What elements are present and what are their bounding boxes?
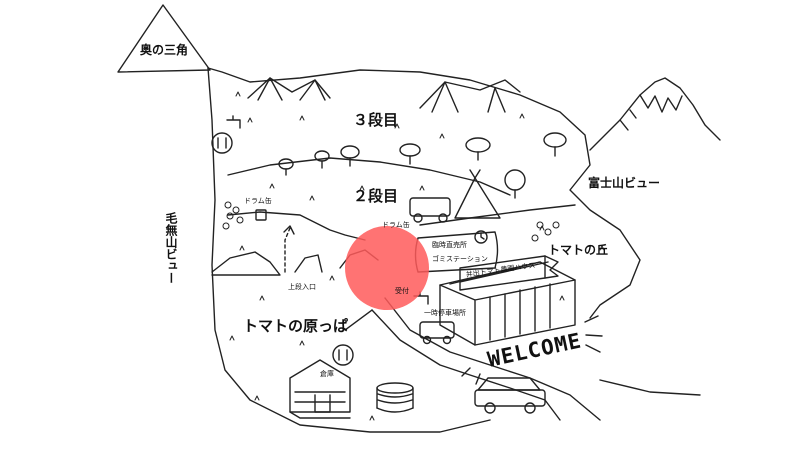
- highlight-marker[interactable]: [345, 226, 429, 310]
- restroom-icon: [211, 132, 233, 154]
- drum-can-icon: [255, 209, 267, 221]
- car-icon: [409, 197, 451, 223]
- greenhouse-banner: [459, 255, 559, 291]
- label-tomato-hill: トマトの丘: [548, 243, 609, 257]
- label-temp-parking: 一時停車場所: [424, 309, 466, 317]
- label-tier3: ３段目: [353, 111, 399, 129]
- restroom-icon: [332, 344, 354, 366]
- tent-icon: [454, 169, 501, 219]
- tent-icon: [247, 77, 331, 101]
- site-boundary: [207, 67, 641, 433]
- label-tier2: ２段目: [353, 187, 399, 205]
- car-icon: [419, 321, 455, 345]
- label-drum-can: ドラム缶: [382, 221, 410, 229]
- label-direct-sale: 臨時直売所: [432, 241, 467, 249]
- peak-triangle: [117, 4, 211, 73]
- label-drum-can-upper: ドラム缶: [244, 197, 272, 205]
- label-reception: 受付: [395, 287, 409, 295]
- label-upper-entrance: 上段入口: [288, 283, 316, 291]
- label-tomato-field: トマトの原っぱ: [243, 317, 349, 335]
- label-storage: 倉庫: [320, 370, 334, 378]
- clock-icon: [474, 230, 488, 244]
- entrance-arrow: [283, 225, 295, 273]
- flower-cluster: [222, 201, 560, 242]
- greenhouse: [439, 261, 576, 346]
- storage-building: [289, 359, 351, 419]
- car-icon: [474, 377, 546, 414]
- welcome-rays: [461, 315, 603, 385]
- label-garbage-station: ゴミステーション: [432, 255, 488, 263]
- hay-bale: [376, 382, 414, 413]
- faucet-icon: [226, 115, 241, 129]
- tent-icon: [419, 79, 521, 113]
- label-kenashi-view: 毛無山ビュー: [164, 212, 178, 284]
- label-peak: 奥の三角: [140, 43, 189, 57]
- fuji-mountain: [589, 77, 721, 151]
- tree-icon: [278, 132, 567, 199]
- grass-tufts: [229, 91, 605, 421]
- label-fuji-view: 富士山ビュー: [588, 176, 661, 190]
